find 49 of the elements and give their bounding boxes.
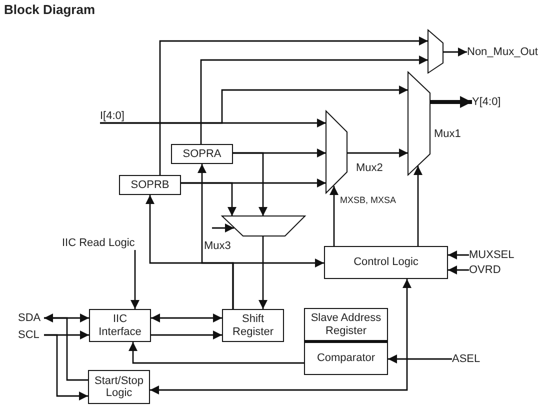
arrow — [200, 56, 428, 144]
block-box: Start/Stop Logic — [88, 370, 150, 404]
arrow — [448, 250, 469, 260]
arrow — [151, 314, 222, 322]
arrow — [181, 182, 236, 216]
multiplexer-symbol — [428, 30, 443, 73]
arrow — [130, 250, 140, 309]
multiplexer-label: Mux2 — [356, 162, 383, 174]
arrow — [150, 279, 412, 394]
arrow — [151, 330, 222, 340]
signal-label: IIC Read Logic — [62, 236, 142, 250]
signal-label: SDA — [18, 311, 44, 325]
signal-label: MUXSEL — [469, 248, 519, 262]
arrow — [347, 148, 408, 158]
signal-label: I[4:0] — [100, 110, 130, 123]
arrow — [388, 354, 452, 364]
arrow — [128, 342, 304, 364]
block-box: Slave Address Register — [304, 308, 388, 341]
block-box: Shift Register — [222, 309, 284, 342]
edge-label: MXSB, MXSA — [339, 195, 398, 205]
multiplexer-symbol — [326, 111, 347, 193]
block-box: Comparator — [304, 341, 388, 375]
multiplexer-symbol — [408, 72, 430, 175]
arrow — [159, 36, 428, 175]
signal-label: ASEL — [452, 352, 488, 366]
arrow — [212, 224, 234, 232]
diagram-title: Block Diagram — [4, 2, 96, 17]
block-box: SOPRB — [119, 175, 181, 195]
arrow — [443, 48, 467, 56]
block-box: Control Logic — [324, 246, 448, 279]
arrow — [233, 152, 268, 216]
arrow — [430, 96, 472, 108]
arrow — [448, 266, 469, 274]
signal-label: SCL — [18, 328, 44, 342]
arrow — [44, 334, 88, 400]
signal-label: Y[4:0] — [472, 95, 508, 109]
signal-label: Non_Mux_Out — [467, 45, 539, 59]
arrow — [414, 166, 422, 246]
multiplexer-label: Mux3 — [204, 240, 231, 252]
arrow — [330, 186, 338, 246]
multiplexer-label: Mux1 — [434, 128, 461, 140]
multiplexer-symbol — [222, 216, 305, 236]
signal-label: OVRD — [469, 263, 509, 277]
block-box: SOPRA — [171, 144, 233, 164]
block-box: IIC Interface — [89, 309, 151, 342]
arrow — [232, 258, 324, 309]
arrow — [258, 236, 268, 309]
arrow — [100, 86, 408, 124]
arrow — [44, 314, 89, 322]
